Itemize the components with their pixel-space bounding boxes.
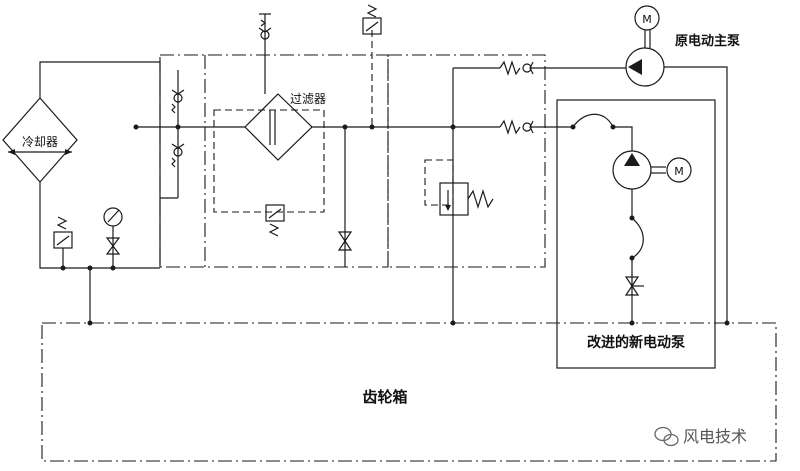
watermark: 风电技术: [654, 426, 747, 447]
new-pump-label: 改进的新电动泵: [587, 334, 685, 351]
filter-top-check-valve: [258, 13, 272, 94]
new-electric-pump: M: [612, 150, 692, 190]
needle-valve-middle: [337, 231, 353, 251]
pressure-gauge: [103, 207, 123, 268]
gearbox-label: 齿轮箱: [362, 388, 407, 406]
relief-valve: [424, 159, 494, 216]
cooler-label: 冷却器: [22, 135, 58, 149]
check-valve-new-pump: [499, 119, 573, 135]
pressure-switch-top: [362, 4, 382, 35]
needle-valve-new-pump: [624, 276, 644, 296]
original-pump-label: 原电动主泵: [675, 33, 740, 49]
cooler: 冷却器: [2, 97, 78, 183]
filter: 过滤器: [244, 92, 326, 161]
original-pump-motor-label: M: [642, 13, 652, 26]
new-pump-motor-label: M: [674, 165, 684, 178]
pressure-switch-filter: [265, 204, 285, 237]
filter-label: 过滤器: [290, 92, 326, 106]
pressure-switch-bottom: [53, 216, 73, 268]
original-main-pump: M 原电动主泵: [625, 5, 740, 87]
gearbox-outline: [41, 322, 777, 462]
wechat-icon: [654, 426, 679, 447]
watermark-text: 风电技术: [683, 427, 747, 446]
new-pump-box: [556, 99, 716, 369]
check-valve-original-pump: [453, 60, 626, 76]
check-valve-column: [171, 70, 185, 198]
